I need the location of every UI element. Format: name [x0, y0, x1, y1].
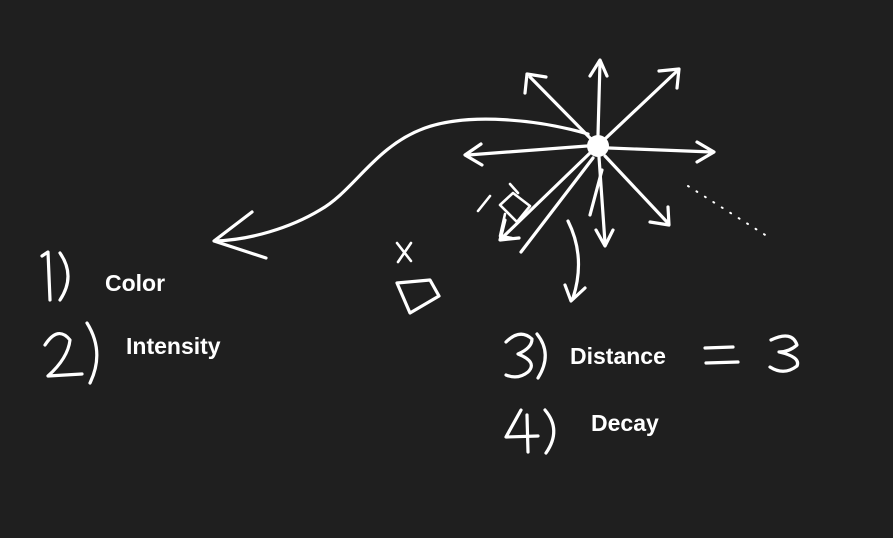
lamp-doodle-icon: [476, 182, 532, 240]
ray-up: [588, 58, 609, 137]
label-intensity: Intensity: [126, 333, 221, 359]
numeral-3: [504, 332, 547, 380]
object-doodle-icon: [395, 241, 441, 315]
label-color: Color: [105, 270, 166, 296]
ray-up-left: [523, 72, 593, 141]
ray-down-left: [498, 151, 592, 242]
ray-lower: [588, 168, 604, 217]
numeral-1: [40, 250, 70, 302]
label-decay: Decay: [591, 410, 659, 436]
ray-right: [607, 140, 716, 164]
curved-arrow-icon: [212, 117, 590, 260]
light-source-dot: [587, 135, 609, 157]
ray-down-right: [603, 154, 671, 227]
point-light-icon: [463, 58, 771, 254]
numeral-4: [504, 408, 556, 455]
ray-up-right: [604, 67, 681, 140]
ray-left: [463, 142, 589, 167]
equals-three: [703, 334, 800, 373]
falloff-arrow-icon: [563, 219, 587, 303]
numeral-2: [43, 321, 99, 385]
ray-lower-left: [519, 156, 595, 254]
distance-dotted-line: [687, 185, 771, 239]
ray-down: [594, 155, 615, 248]
label-distance: Distance: [570, 343, 666, 369]
